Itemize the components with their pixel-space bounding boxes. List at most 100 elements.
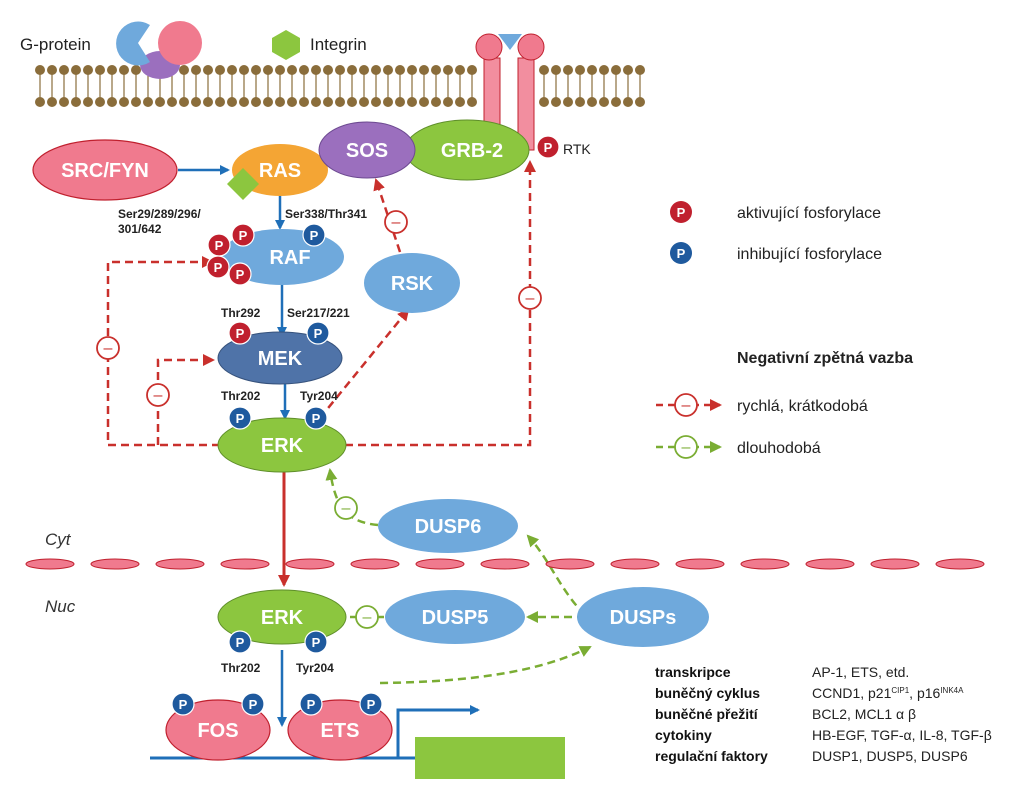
erk-nuc-thr-label: Thr202 [221,661,261,675]
ras-node: RAS [227,144,328,200]
legend-feedback-title: Negativní zpětná vazba [737,350,913,367]
minus-erk-dusp6: – [334,496,358,520]
raf-activating-sites-label-2: 301/642 [118,222,162,236]
table-row-3-category: buněčné přežití [655,706,759,722]
phospho-erk-nuc-thr: P [228,630,252,654]
phospho-mek-act: P [228,321,252,345]
g-protein-complex [116,21,202,79]
erk-cytoplasm-node: ERK [217,417,347,473]
phospho-fos-2: P [241,692,265,716]
table-row-3-genes: BCL2, MCL1 α β [812,706,916,722]
svg-text:P: P [249,697,258,712]
nuclear-envelope [25,558,985,570]
grb2-label: GRB-2 [441,140,503,162]
phospho-raf-act-3: P [206,255,230,279]
dusp6-label: DUSP6 [415,516,482,538]
dusps-label: DUSPs [610,607,677,629]
legend-slow-minus: – [682,439,691,456]
legend-slow-label: dlouhodobá [737,440,821,457]
legend-inhibiting-symbol [670,242,692,264]
svg-text:P: P [214,260,223,275]
phospho-ets-1: P [299,692,323,716]
table-row-4-category: cytokiny [655,727,712,743]
mek-label: MEK [258,348,303,370]
phospho-rtk: P [536,135,560,159]
legend-inhibiting-p: P [677,246,686,261]
target-gene-box [415,737,565,779]
phospho-erk-cyt-thr: P [228,406,252,430]
src-fyn-label: SRC/FYN [61,160,149,182]
phospho-erk-cyt-tyr: P [304,406,328,430]
rsk-label: RSK [391,273,434,295]
mek-inhibiting-site-label: Ser217/221 [287,306,350,320]
dusp5-node: DUSP5 [385,590,525,644]
grb2-node: GRB-2 [404,119,530,181]
rtk-label: RTK [563,141,591,157]
svg-text:–: – [342,500,351,517]
ras-label: RAS [259,160,301,182]
svg-text:P: P [367,697,376,712]
table-row-5-genes: DUSP1, DUSP5, DUSP6 [812,748,968,764]
nucleus-label: Nuc [45,597,76,616]
erk-cyt-thr-label: Thr202 [221,389,261,403]
svg-text:P: P [312,411,321,426]
erk-nuc-tyr-label: Tyr204 [296,661,334,675]
fos-node: FOS [165,699,271,761]
svg-text:P: P [239,228,248,243]
dusp5-label: DUSP5 [422,607,489,629]
erk-nucleus-label: ERK [261,607,304,629]
svg-text:P: P [312,635,321,650]
raf-inhibiting-sites-label: Ser338/Thr341 [285,207,367,221]
minus-raf-feedback: – [96,336,120,360]
svg-text:P: P [307,697,316,712]
table-row-4-genes: HB-EGF, TGF-α, IL-8, TGF-β [812,727,992,743]
svg-text:–: – [154,387,163,404]
svg-text:–: – [363,609,372,626]
phospho-raf-act-4: P [228,262,252,286]
legend-activating-symbol [670,201,692,223]
sos-node: SOS [318,121,416,179]
legend: P aktivující fosforylace P inhibující fo… [656,201,913,459]
svg-text:P: P [236,411,245,426]
table-row-2-genes: CCND1, p21CIP1, p16INK4A [812,685,964,701]
integrin-icon [272,30,300,60]
src-fyn-node: SRC/FYN [32,139,178,201]
phospho-raf-act-2: P [231,223,255,247]
table-row-2-category: buněčný cyklus [655,685,760,701]
fos-label: FOS [197,720,238,742]
phospho-ets-2: P [359,692,383,716]
legend-inhibiting-label: inhibující fosforylace [737,246,882,263]
legend-fast-minus: – [682,397,691,414]
table-row-1-category: transkripce [655,664,731,680]
mek-activating-site-label: Thr292 [221,306,261,320]
svg-text:–: – [392,214,401,231]
erk-nucleus-node: ERK [217,589,347,645]
legend-activating-p: P [677,205,686,220]
minus-rtk-feedback: – [518,286,542,310]
svg-text:P: P [544,140,553,155]
svg-text:P: P [215,238,224,253]
ras-green-diamond [227,168,259,200]
g-protein-label: G-protein [20,35,91,54]
dusps-node: DUSPs [577,587,709,647]
ets-label: ETS [321,720,360,742]
sos-label: SOS [346,140,388,162]
legend-activating-label: aktivující fosforylace [737,205,881,222]
table-row-1-genes: AP-1, ETS, etd. [812,664,909,680]
raf-activating-sites-label-1: Ser29/289/296/ [118,207,201,221]
feedback-arrows [106,160,592,685]
minus-mek-feedback: – [146,383,170,407]
svg-text:P: P [310,228,319,243]
inhibition-badges: – – – – – – [96,210,542,629]
phospho-mek-inh: P [306,321,330,345]
mek-node: MEK [217,331,343,385]
svg-text:–: – [104,340,113,357]
svg-text:–: – [526,290,535,307]
minus-sos-feedback: – [384,210,408,234]
phospho-raf-inh: P [302,223,326,247]
svg-text:P: P [236,267,245,282]
rsk-node: RSK [364,253,460,313]
svg-text:P: P [314,326,323,341]
